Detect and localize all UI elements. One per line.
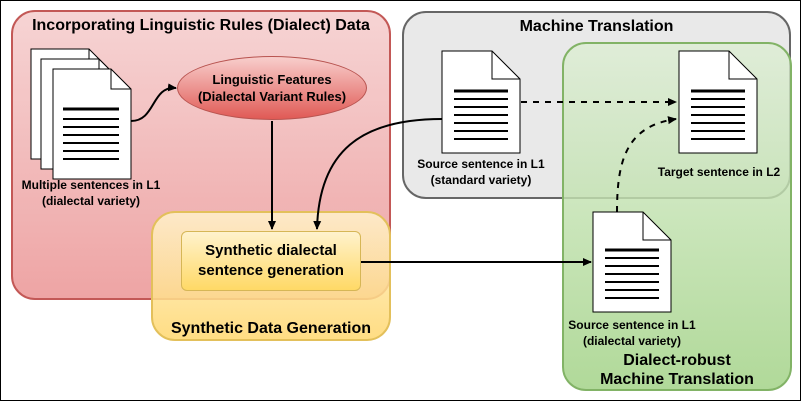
features-line-2: (Dialectal Variant Rules)	[197, 89, 347, 104]
multi-docs-label: Multiple sentences in L1 (dialectal vari…	[5, 177, 177, 209]
arrow-docs-to-features	[130, 83, 177, 122]
source-std-line-2: (standard variety)	[430, 173, 532, 187]
robust-group-title: Dialect-robust Machine Translation	[562, 351, 792, 389]
generation-line-1: Synthetic dialectal	[205, 242, 337, 259]
source-dialectal-label: Source sentence in L1 (dialectal variety…	[557, 317, 707, 349]
generation-line-2: sentence generation	[198, 262, 344, 279]
target-label: Target sentence in L2	[649, 164, 789, 180]
robust-title-line-2: Machine Translation	[600, 371, 754, 388]
robust-title-line-1: Dialect-robust	[623, 352, 731, 369]
linguistic-features-node: Linguistic Features (Dialectal Variant R…	[177, 56, 367, 120]
features-line-1: Linguistic Features	[212, 72, 332, 87]
document-icon	[678, 50, 758, 154]
multi-label-line-1: Multiple sentences in L1	[21, 178, 161, 192]
rules-group-title: Incorporating Linguistic Rules (Dialect)…	[32, 17, 370, 34]
source-dial-line-2: (dialectal variety)	[582, 334, 682, 348]
arrow-dialectal-source-to-target	[616, 116, 677, 213]
document-stack-icon	[30, 48, 132, 180]
source-dial-line-1: Source sentence in L1	[568, 318, 696, 332]
multi-label-line-2: (dialectal variety)	[41, 194, 141, 208]
document-icon	[592, 211, 672, 313]
source-std-line-1: Source sentence in L1	[417, 157, 545, 171]
arrow-source-to-generation	[313, 118, 443, 230]
synthetic-generation-node: Synthetic dialectal sentence generation	[181, 231, 361, 291]
source-standard-label: Source sentence in L1 (standard variety)	[406, 156, 556, 188]
document-icon	[441, 50, 521, 154]
mt-group-title: Machine Translation	[519, 18, 674, 35]
synth-group-title: Synthetic Data Generation	[170, 320, 372, 337]
target-line-1: Target sentence in L2	[657, 165, 781, 179]
